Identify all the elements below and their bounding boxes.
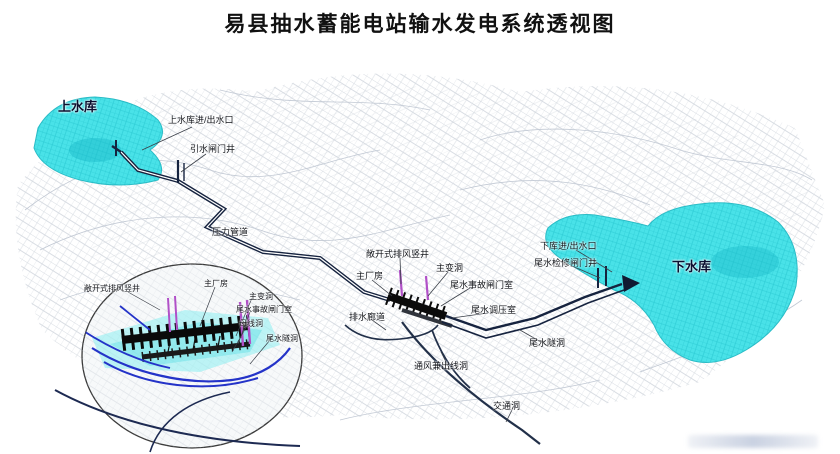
leader-lines xyxy=(141,126,613,423)
vent-cable-tunnel-line xyxy=(431,329,471,389)
inset-leaders xyxy=(127,286,271,365)
outer-tunnel-curves xyxy=(54,389,301,453)
inset-circle xyxy=(81,263,303,449)
inset-powerhouse xyxy=(120,315,251,362)
lower-reservoir-shape xyxy=(545,202,798,363)
access-tunnel-line xyxy=(401,321,541,445)
tailrace-tunnel-line xyxy=(441,266,625,339)
penstock-line xyxy=(111,140,391,302)
flow-arrow xyxy=(622,275,640,292)
diagram-title: 易县抽水蓄能电站输水发电系统透视图 xyxy=(224,13,616,36)
inset-tailrace-blue xyxy=(82,305,291,388)
inset-shafts xyxy=(167,295,252,347)
watermark xyxy=(688,435,818,448)
